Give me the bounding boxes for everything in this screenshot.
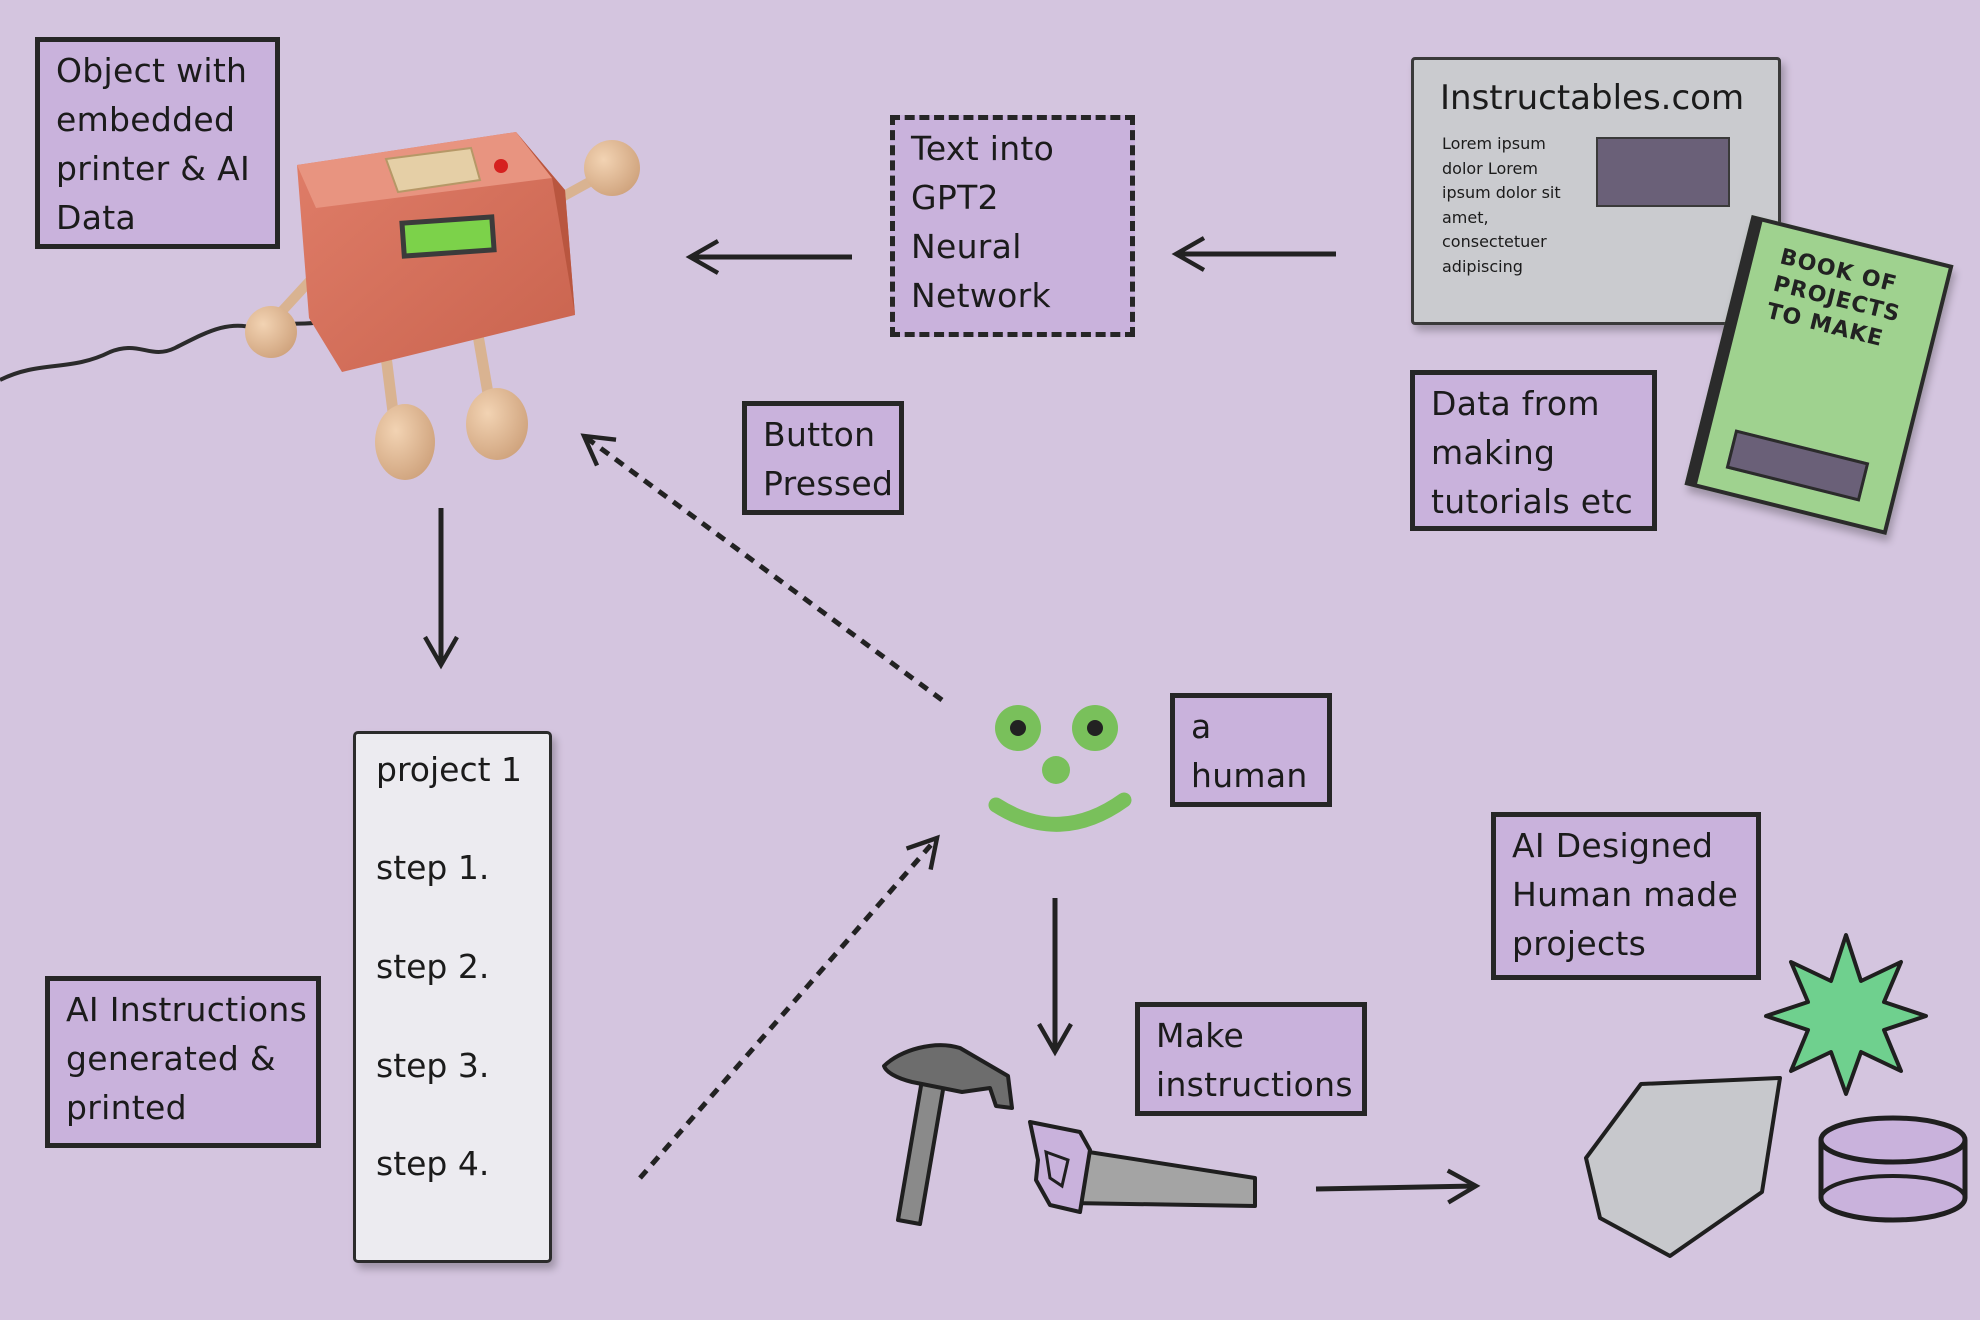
label-data-from: Data from making tutorials etc bbox=[1410, 370, 1657, 531]
cylinder-icon bbox=[1818, 1115, 1968, 1223]
label-line: GPT2 bbox=[911, 178, 999, 217]
printout-row: step 2. bbox=[376, 947, 490, 986]
book-title: BOOK OF PROJECTS TO MAKE bbox=[1763, 244, 1909, 357]
label-object: Object with embedded printer & AI Data bbox=[35, 37, 280, 249]
label-button-pressed: Button Pressed bbox=[742, 401, 904, 515]
label-line: instructions bbox=[1156, 1065, 1353, 1104]
label-line: Network bbox=[911, 276, 1051, 315]
website-title: Instructables.com bbox=[1440, 78, 1745, 118]
website-card: Instructables.com Lorem ipsum dolor Lore… bbox=[1411, 57, 1781, 325]
printout-row: project 1 bbox=[376, 750, 523, 789]
label-line: Pressed bbox=[763, 464, 894, 503]
label-line: Data bbox=[56, 198, 136, 237]
arrow-human-to-button bbox=[580, 433, 944, 703]
printed-instructions: project 1 step 1. step 2. step 3. step 4… bbox=[353, 731, 552, 1263]
label-line: making bbox=[1431, 433, 1556, 472]
label-line: human bbox=[1191, 756, 1308, 795]
gray-shape-icon bbox=[1584, 1076, 1782, 1258]
label-line: Make bbox=[1156, 1016, 1245, 1055]
label-line: projects bbox=[1512, 924, 1647, 963]
label-line: Text into bbox=[911, 129, 1055, 168]
printout-row: step 1. bbox=[376, 848, 490, 887]
label-line: AI Designed bbox=[1512, 826, 1714, 865]
label-line: Button bbox=[763, 415, 876, 454]
label-line: Data from bbox=[1431, 384, 1600, 423]
label-line: printed bbox=[66, 1088, 187, 1127]
label-ai-instructions: AI Instructions generated & printed bbox=[45, 976, 321, 1148]
hammer-icon bbox=[882, 1043, 1014, 1226]
label-a-human: a human bbox=[1170, 693, 1332, 807]
printout-row: step 4. bbox=[376, 1144, 490, 1183]
label-gpt2: Text into GPT2 Neural Network bbox=[890, 115, 1135, 337]
starburst-icon bbox=[1764, 933, 1928, 1096]
label-line: embedded bbox=[56, 100, 236, 139]
label-line: Neural bbox=[911, 227, 1022, 266]
label-line: generated & bbox=[66, 1039, 276, 1078]
label-line: Object with bbox=[56, 51, 248, 90]
label-line: AI Instructions bbox=[66, 990, 308, 1029]
website-body-text: Lorem ipsum dolor Lorem ipsum dolor sit … bbox=[1442, 134, 1561, 276]
arrow-tools-to-projects bbox=[1315, 1168, 1481, 1205]
website-image-placeholder bbox=[1596, 137, 1730, 207]
label-line: a bbox=[1191, 707, 1212, 746]
label-line: Human made bbox=[1512, 875, 1739, 914]
label-ai-designed: AI Designed Human made projects bbox=[1491, 812, 1761, 980]
robot-display-screen bbox=[399, 214, 497, 259]
saw-icon bbox=[1028, 1120, 1257, 1214]
label-line: tutorials etc bbox=[1431, 482, 1634, 521]
arrow-printout-to-human bbox=[638, 834, 940, 1180]
label-make-instructions: Make instructions bbox=[1135, 1002, 1367, 1116]
label-line: printer & AI bbox=[56, 149, 251, 188]
book-plate bbox=[1725, 429, 1870, 502]
printout-row: step 3. bbox=[376, 1046, 490, 1085]
robot-printer-object bbox=[245, 132, 640, 480]
human-face-icon bbox=[988, 705, 1132, 832]
